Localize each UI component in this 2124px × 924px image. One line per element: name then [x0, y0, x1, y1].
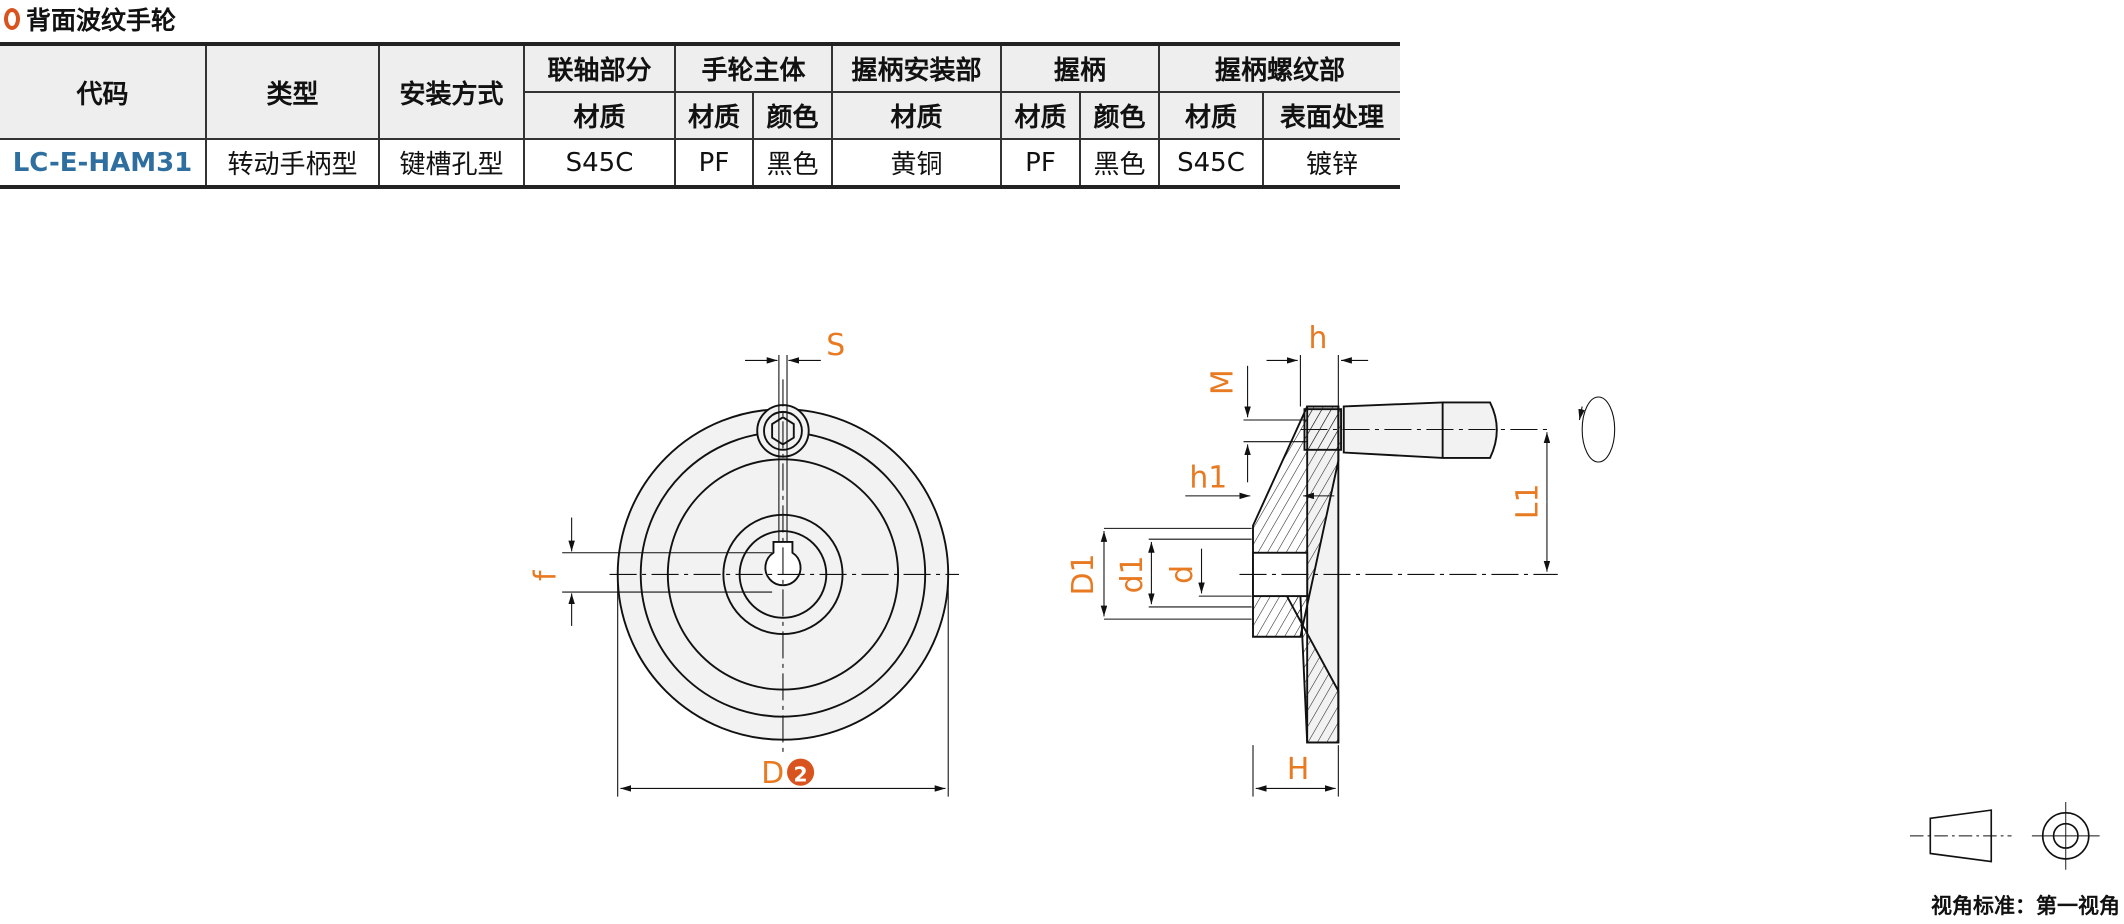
cell: 镀锌: [1262, 138, 1400, 188]
subheader: 颜色: [1079, 91, 1160, 140]
header-mount: 安装方式: [378, 43, 525, 140]
label-l1: L1: [1510, 484, 1545, 520]
label-H: H: [1287, 752, 1309, 787]
label-m: M: [1206, 369, 1241, 395]
label-h1: h1: [1189, 461, 1227, 496]
header-coupling: 联轴部分: [523, 43, 676, 93]
label-f: f: [528, 569, 563, 581]
cell: 键槽孔型: [378, 138, 525, 188]
header-code: 代码: [0, 43, 207, 140]
subheader: 颜色: [752, 91, 833, 140]
header-wheel-body: 手轮主体: [674, 43, 833, 93]
front-view: [562, 354, 960, 797]
cell: S45C: [523, 138, 676, 188]
side-view: [1100, 354, 1616, 797]
header-grip-thread: 握柄螺纹部: [1158, 43, 1400, 93]
cell-code: LC-E-HAM31: [0, 138, 207, 188]
table-row: LC-E-HAM31 转动手柄型 键槽孔型 S45C PF 黑色 黄铜 PF 黑…: [0, 138, 1400, 188]
cell: 黑色: [1079, 138, 1160, 188]
header-grip: 握柄: [1000, 43, 1160, 93]
cell: 黑色: [752, 138, 833, 188]
cell: PF: [1000, 138, 1081, 188]
subheader: 材质: [1158, 91, 1264, 140]
section-title: 背面波纹手轮: [4, 2, 176, 36]
spec-table: 代码 类型 安装方式 联轴部分 手轮主体 握柄安装部 握柄 握柄螺纹部 材质 材…: [0, 42, 1400, 189]
subheader: 材质: [1000, 91, 1081, 140]
label-d-outer: D: [761, 756, 784, 791]
view-standard: 视角标准：第一视角: [1931, 894, 2120, 918]
cell: 转动手柄型: [205, 138, 380, 188]
label-h: h: [1309, 321, 1328, 356]
note-number: 2: [794, 763, 808, 787]
cell: PF: [674, 138, 754, 188]
ring-marker-icon: [4, 8, 20, 30]
subheader: 材质: [524, 91, 676, 140]
cell: 黄铜: [831, 138, 1002, 188]
note-badge: [787, 758, 815, 786]
subheader: 材质: [831, 91, 1002, 140]
label-s: S: [826, 328, 845, 363]
cell: S45C: [1158, 138, 1264, 188]
label-d1-outer: D1: [1066, 553, 1101, 595]
subheader: 材质: [674, 91, 754, 140]
header-grip-mount: 握柄安装部: [831, 43, 1002, 93]
projection-symbol: [1909, 802, 2100, 870]
label-d1-inner: d1: [1115, 555, 1150, 593]
header-type: 类型: [205, 43, 380, 140]
subheader: 表面处理: [1262, 91, 1400, 140]
label-d: d: [1165, 565, 1200, 584]
